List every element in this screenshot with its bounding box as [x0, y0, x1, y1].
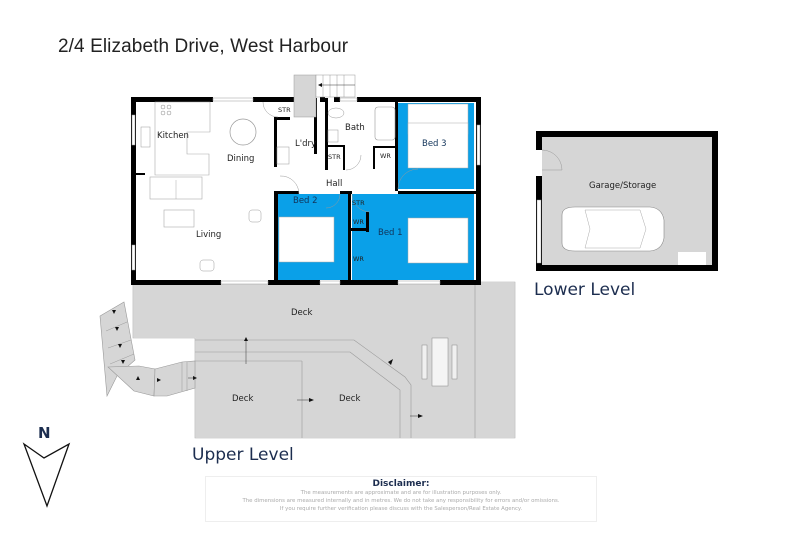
upper-level-label: Upper Level [192, 445, 294, 465]
north-arrow-icon [22, 442, 71, 508]
disclaimer-line: The dimensions are measured internally a… [242, 498, 560, 504]
room-label-str-hall: STR [328, 153, 341, 161]
house-upper: Kitchen Dining Living L'dry Bath Hall Be… [131, 74, 481, 285]
room-label-deck-right: Deck [339, 394, 360, 404]
disclaimer-heading: Disclaimer: [372, 479, 430, 489]
lower-level-label: Lower Level [534, 280, 636, 300]
disclaimer-box: Disclaimer: The measurements are approxi… [205, 476, 597, 522]
room-label-hall: Hall [326, 179, 342, 189]
disclaimer-line: The measurements are approximate and are… [300, 490, 502, 496]
room-label-kitchen: Kitchen [157, 131, 189, 141]
room-label-wr-bed1: WR [353, 255, 364, 263]
north-label: N [38, 424, 51, 442]
room-label-bath: Bath [345, 123, 365, 133]
disclaimer-line: If you require further verification plea… [279, 506, 523, 512]
room-label-str-bed: STR [352, 199, 365, 207]
room-label-living: Living [196, 230, 221, 240]
room-label-deck-left: Deck [232, 394, 253, 404]
room-label-laundry: L'dry [295, 139, 316, 149]
room-label-dining: Dining [227, 154, 254, 164]
deck-area: Deck Deck Deck [99, 281, 516, 439]
room-label-wr-bed2: WR [353, 218, 364, 226]
room-label-wr-bed3: WR [380, 152, 391, 160]
room-label-garage: Garage/Storage [589, 181, 656, 191]
property-address-title: 2/4 Elizabeth Drive, West Harbour [58, 36, 349, 57]
room-label-str-laundry: STR [278, 106, 291, 114]
room-label-bed2: Bed 2 [293, 196, 318, 206]
room-label-bed3: Bed 3 [422, 139, 447, 149]
garage-lower: Garage/Storage [536, 131, 718, 271]
room-label-deck-main: Deck [291, 308, 312, 318]
room-label-bed1: Bed 1 [378, 228, 403, 238]
